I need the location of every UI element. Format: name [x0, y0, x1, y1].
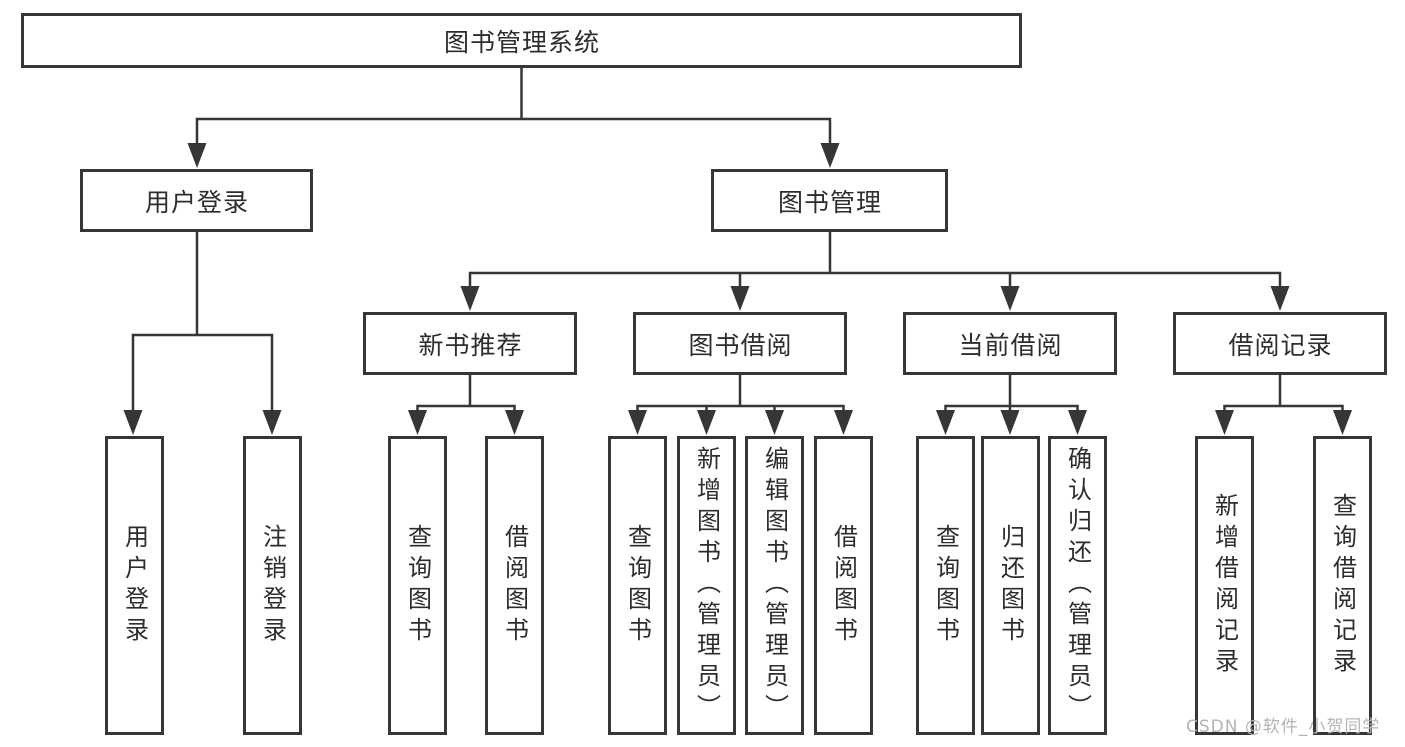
node-book-borrow-label: 图书借阅 [688, 330, 793, 360]
node-root-label: 图书管理系统 [443, 27, 600, 57]
node-current-borrow-label: 当前借阅 [958, 330, 1063, 360]
leaf-borrow-book-2: 借阅图书 [814, 436, 873, 735]
leaf-logout: 注销登录 [243, 436, 302, 735]
leaf-user-login: 用户登录 [105, 436, 164, 735]
connector-root [195, 66, 832, 149]
node-book-mgmt: 图书管理 [711, 169, 948, 232]
node-borrow-record-label: 借阅记录 [1228, 330, 1333, 360]
leaf-query-book-2: 查询图书 [608, 436, 667, 735]
leaf-confirm-return: 确认归还（管理员） [1048, 436, 1107, 735]
connector-book-mgmt [468, 230, 1282, 292]
leaf-edit-book: 编辑图书（管理员） [745, 436, 804, 735]
node-root: 图书管理系统 [21, 13, 1022, 68]
connector-user-login [131, 230, 274, 416]
leaf-query-record-label: 查询借阅记录 [1328, 492, 1357, 679]
connector-new-book [416, 373, 516, 416]
leaf-return-book-label: 归还图书 [996, 523, 1025, 648]
node-new-book-rec: 新书推荐 [363, 312, 577, 375]
connector-borrow-record [1223, 373, 1344, 416]
connector-book-borrow [636, 373, 845, 416]
leaf-edit-book-label: 编辑图书（管理员） [760, 446, 789, 725]
node-user-login: 用户登录 [80, 169, 313, 232]
node-book-mgmt-label: 图书管理 [777, 187, 882, 217]
leaf-query-book-2-label: 查询图书 [623, 523, 652, 648]
leaf-add-book: 新增图书（管理员） [677, 436, 736, 735]
node-user-login-label: 用户登录 [144, 187, 249, 217]
leaf-user-login-label: 用户登录 [120, 523, 149, 648]
leaf-query-book-3: 查询图书 [916, 436, 975, 735]
leaf-return-book: 归还图书 [981, 436, 1040, 735]
watermark: CSDN @软件_小贺同学 [1186, 717, 1381, 737]
node-new-book-rec-label: 新书推荐 [418, 330, 523, 360]
node-book-borrow: 图书借阅 [633, 312, 847, 375]
leaf-borrow-book-1-label: 借阅图书 [500, 523, 529, 648]
leaf-query-book-1-label: 查询图书 [403, 523, 432, 648]
leaf-add-record-label: 新增借阅记录 [1210, 492, 1239, 679]
node-current-borrow: 当前借阅 [903, 312, 1117, 375]
leaf-add-book-label: 新增图书（管理员） [692, 446, 721, 725]
leaf-query-book-1: 查询图书 [388, 436, 447, 735]
leaf-borrow-book-1: 借阅图书 [485, 436, 544, 735]
leaf-query-record: 查询借阅记录 [1313, 436, 1372, 735]
leaf-logout-label: 注销登录 [258, 523, 287, 648]
leaf-confirm-return-label: 确认归还（管理员） [1063, 446, 1092, 725]
connector-current-borrow [944, 373, 1079, 416]
leaf-add-record: 新增借阅记录 [1195, 436, 1254, 735]
leaf-borrow-book-2-label: 借阅图书 [829, 523, 858, 648]
node-borrow-record: 借阅记录 [1173, 312, 1387, 375]
leaf-query-book-3-label: 查询图书 [931, 523, 960, 648]
